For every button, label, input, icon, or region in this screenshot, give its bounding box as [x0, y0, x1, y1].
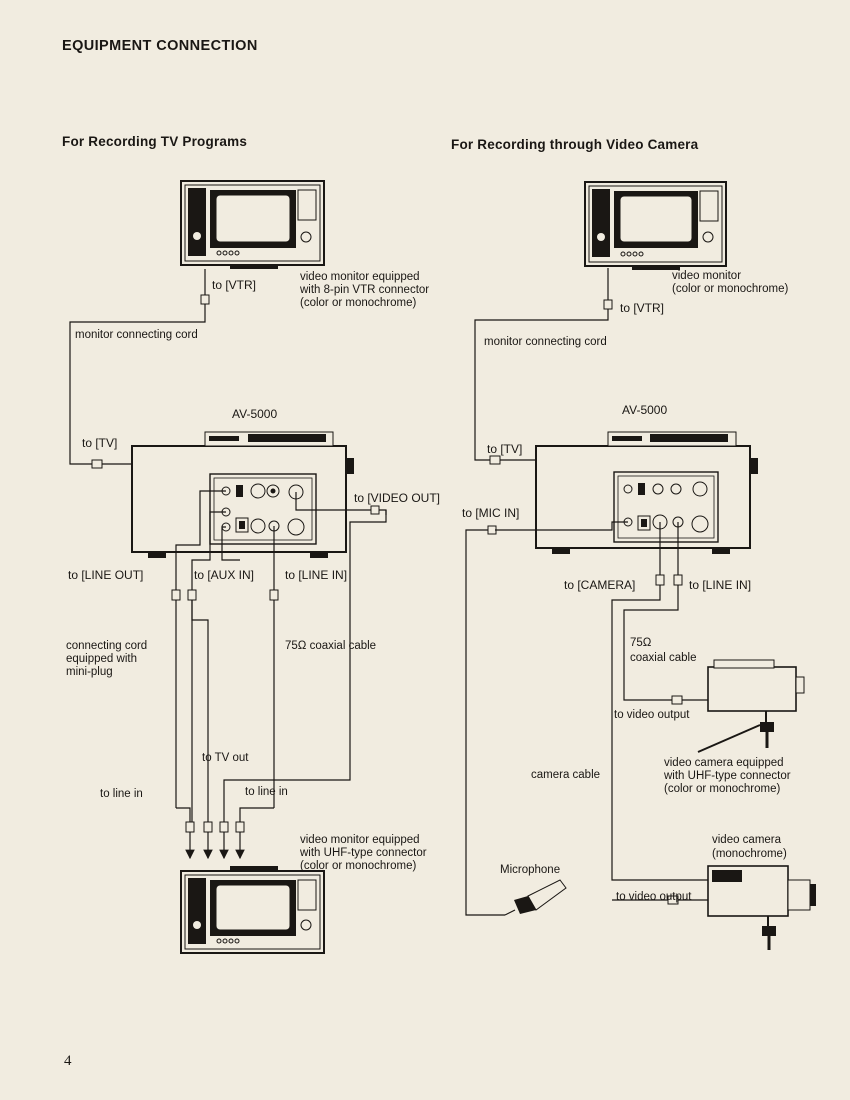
left-to-line-in-label: to [LINE IN] [285, 568, 348, 582]
right-camera-desc-2: with UHF-type connector [664, 770, 791, 782]
left-monitor-desc-3: (color or monochrome) [300, 297, 417, 309]
right-to-mic-in-label: to [MIC IN] [462, 506, 520, 520]
left-connecting-cord-3: mini-plug [66, 666, 113, 678]
left-monitor2-desc-1: video monitor equipped [300, 834, 420, 846]
right-monitor-desc-1: video monitor [672, 270, 742, 282]
right-camera-cable-label: camera cable [531, 769, 601, 781]
page-number: 4 [64, 1053, 72, 1069]
right-monitor-desc-2: (color or monochrome) [672, 283, 789, 295]
left-deck [131, 431, 354, 558]
right-camera2-desc-1: video camera [712, 834, 782, 846]
left-monitor-desc-2: with 8-pin VTR connector [300, 284, 430, 296]
right-camera-color [697, 659, 805, 753]
microphone-icon [504, 879, 567, 916]
left-to-line-out-label: to [LINE OUT] [68, 568, 144, 582]
left-to-vtr-label: to [VTR] [212, 278, 257, 292]
right-camera2-desc-2: (monochrome) [712, 848, 787, 860]
left-section-title: For Recording TV Programs [62, 134, 248, 149]
right-microphone-label: Microphone [500, 864, 561, 876]
right-coax-label-2: coaxial cable [630, 652, 697, 664]
left-to-tv-out-label: to TV out [202, 752, 249, 764]
left-monitor2-desc-2: with UHF-type connector [300, 847, 427, 859]
right-coax-label-1: 75Ω [630, 637, 652, 649]
left-monitor2-desc-3: (color or monochrome) [300, 860, 417, 872]
right-to-line-in-label: to [LINE IN] [689, 578, 752, 592]
left-monitor-desc-1: video monitor equipped [300, 271, 420, 283]
right-deck-label: AV-5000 [622, 403, 668, 417]
left-to-video-out-label: to [VIDEO OUT] [354, 491, 441, 505]
right-to-tv-label: to [TV] [487, 442, 523, 456]
right-monitor-cord-label: monitor connecting cord [484, 336, 607, 348]
left-connecting-cord-2: equipped with [66, 653, 137, 665]
right-camera-mono [707, 865, 816, 950]
right-to-camera-label: to [CAMERA] [564, 578, 636, 592]
right-to-video-output-b-label: to video output [616, 891, 692, 903]
right-camera-desc-3: (color or monochrome) [664, 783, 781, 795]
left-bottom-monitor [180, 866, 325, 954]
left-monitor-cord-label: monitor connecting cord [75, 329, 198, 341]
right-camera-desc-1: video camera equipped [664, 757, 784, 769]
left-to-line-in-a-label: to line in [100, 788, 143, 800]
right-top-monitor [584, 181, 727, 270]
left-top-monitor [180, 180, 325, 269]
right-deck [535, 431, 758, 554]
left-to-line-in-b-label: to line in [245, 786, 288, 798]
right-to-vtr-label: to [VTR] [620, 301, 665, 315]
left-to-tv-label: to [TV] [82, 436, 118, 450]
left-coax-label: 75Ω coaxial cable [285, 640, 377, 652]
right-section-title: For Recording through Video Camera [451, 137, 699, 152]
right-to-video-output-a-label: to video output [614, 709, 690, 721]
left-connecting-cord-1: connecting cord [66, 640, 148, 652]
left-deck-label: AV-5000 [232, 407, 278, 421]
left-to-aux-in-label: to [AUX IN] [194, 568, 255, 582]
page-heading: EQUIPMENT CONNECTION [62, 38, 258, 54]
